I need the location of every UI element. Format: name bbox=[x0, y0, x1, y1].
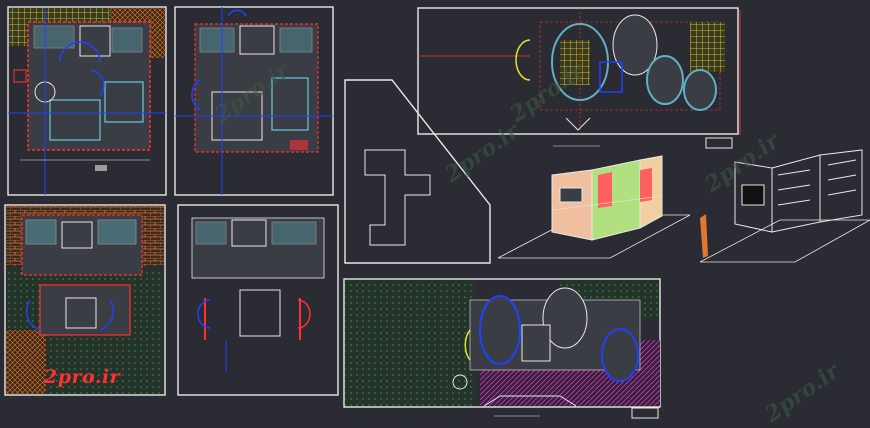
watermark-logo: 2pro.ir bbox=[44, 366, 121, 388]
sheet-rotated-plan bbox=[417, 7, 741, 149]
sheet-roof-plan bbox=[344, 79, 491, 264]
sheet-landscape-plan bbox=[343, 278, 661, 419]
sheet-plan-2 bbox=[174, 6, 334, 196]
sheet-elevation-3d bbox=[497, 155, 708, 259]
sheet-plan-4 bbox=[177, 204, 339, 396]
sheet-elevation-wire bbox=[699, 149, 870, 263]
sheet-plan-1 bbox=[7, 6, 167, 196]
sheet-plan-3 bbox=[4, 204, 166, 396]
